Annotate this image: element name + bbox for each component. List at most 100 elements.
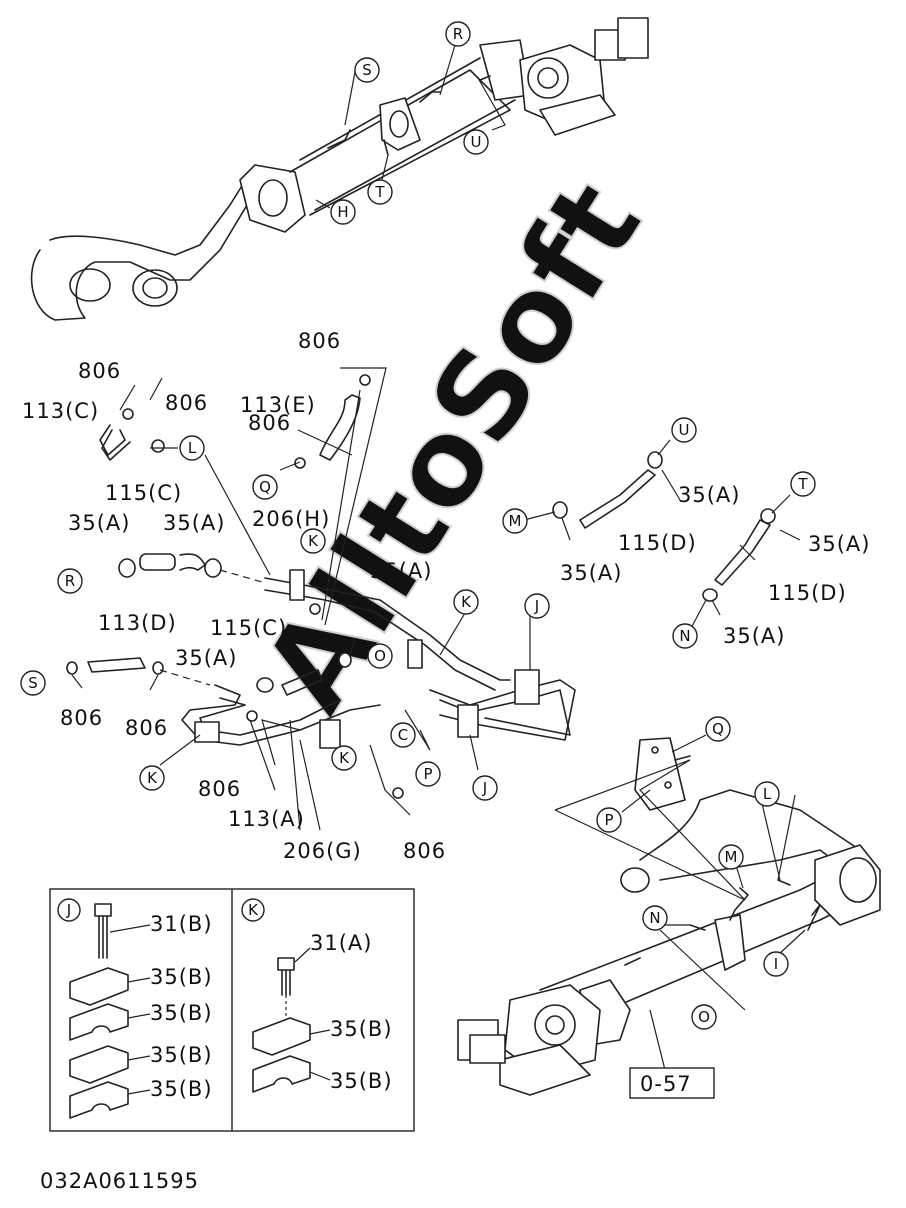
clamp-label: 35(B) <box>330 1069 393 1093</box>
svg-text:M: M <box>509 512 522 530</box>
callout-r: R <box>445 21 471 47</box>
svg-text:R: R <box>453 25 463 43</box>
svg-text:I: I <box>774 955 778 973</box>
watermark: AlltoSoft <box>237 158 669 735</box>
callout-o: O <box>367 643 393 669</box>
label-806: 806 <box>298 329 341 353</box>
clamp-label: 35(B) <box>150 965 213 989</box>
reference-label: 0-57 <box>640 1072 692 1096</box>
svg-text:J: J <box>66 901 71 919</box>
svg-text:U: U <box>471 133 482 151</box>
callout-t: T <box>790 471 816 497</box>
callout-k: K <box>453 589 479 615</box>
callout-c: C <box>390 722 416 748</box>
svg-text:U: U <box>679 421 690 439</box>
label-206g: 206(G) <box>283 839 362 863</box>
label-113c: 113(C) <box>22 399 99 423</box>
label-35a: 35(A) <box>808 532 870 556</box>
label-806: 806 <box>165 391 208 415</box>
svg-text:R: R <box>65 572 75 590</box>
callout-u: U <box>671 417 697 443</box>
callout-o: O <box>691 1004 717 1030</box>
label-113a: 113(A) <box>228 807 305 831</box>
bolt-label: 31(B) <box>150 912 213 936</box>
top-egr-assembly <box>30 17 649 321</box>
callout-h: H <box>330 199 356 225</box>
bottom-leaders <box>554 734 806 1071</box>
top-leaders <box>315 44 506 209</box>
label-206h: 206(H) <box>252 507 330 531</box>
label-35a: 35(A) <box>175 646 237 670</box>
svg-text:K: K <box>147 769 158 787</box>
label-35a: 35(A) <box>163 511 225 535</box>
callout-q: Q <box>252 474 278 500</box>
callout-j: J <box>524 593 550 619</box>
callout-s: S <box>20 670 46 696</box>
detail-j: J 31(B) 35(B) 35(B) 35(B) 35(B) <box>57 898 213 1119</box>
svg-text:J: J <box>482 779 487 797</box>
label-806: 806 <box>60 706 103 730</box>
callouts: S R U T H L Q K R M U T N O K J S K K C … <box>20 21 816 1030</box>
callout-j: J <box>472 775 498 801</box>
svg-text:C: C <box>398 726 408 744</box>
svg-text:J: J <box>534 597 539 615</box>
svg-text:P: P <box>604 811 613 829</box>
svg-text:Q: Q <box>712 720 724 738</box>
callout-t: T <box>367 179 393 205</box>
svg-text:O: O <box>698 1008 710 1026</box>
svg-text:L: L <box>188 439 197 457</box>
callout-n: N <box>642 905 668 931</box>
label-115c: 115(C) <box>105 481 182 505</box>
label-35a: 35(A) <box>678 483 740 507</box>
callout-k: K <box>139 765 165 791</box>
clamp-label: 35(B) <box>330 1017 393 1041</box>
svg-text:Q: Q <box>259 478 271 496</box>
callout-m: M <box>502 508 528 534</box>
svg-text:K: K <box>308 532 319 550</box>
callout-n: N <box>672 623 698 649</box>
bottom-egr-assembly <box>457 737 881 1096</box>
label-806: 806 <box>403 839 446 863</box>
label-35a: 35(A) <box>560 561 622 585</box>
part-labels: 806 806 113(C) 806 113(E) 806 115(C) 35(… <box>22 329 870 863</box>
callout-u: U <box>463 129 489 155</box>
label-806: 806 <box>78 359 121 383</box>
label-113e: 113(E) <box>240 393 316 417</box>
callout-k: K <box>300 528 326 554</box>
svg-text:K: K <box>248 901 259 919</box>
callout-m: M <box>718 844 744 870</box>
reference-box: 0-57 <box>629 1067 715 1099</box>
svg-text:N: N <box>649 909 660 927</box>
callout-i: I <box>763 951 789 977</box>
svg-text:T: T <box>374 183 385 201</box>
svg-text:N: N <box>679 627 690 645</box>
label-113d: 113(D) <box>98 611 177 635</box>
clamp-label: 35(B) <box>150 1043 213 1067</box>
label-115d: 115(D) <box>768 581 847 605</box>
label-806: 806 <box>198 777 241 801</box>
callout-l: L <box>179 435 205 461</box>
label-115c: 115(C) <box>210 616 287 640</box>
svg-text:P: P <box>423 765 432 783</box>
callout-p: P <box>596 807 622 833</box>
drawing-number: 032A0611595 <box>40 1169 199 1193</box>
label-35a: 35(A) <box>723 624 785 648</box>
callout-l: L <box>754 781 780 807</box>
callout-s: S <box>354 57 380 83</box>
svg-text:M: M <box>725 848 738 866</box>
svg-text:S: S <box>28 674 38 692</box>
detail-box: J 31(B) 35(B) 35(B) 35(B) 35(B) K <box>49 888 415 1132</box>
callout-r: R <box>57 568 83 594</box>
callout-p: P <box>415 761 441 787</box>
label-35a: 35(A) <box>370 559 432 583</box>
label-35a: 35(A) <box>68 511 130 535</box>
label-806: 806 <box>248 411 291 435</box>
svg-text:K: K <box>339 749 350 767</box>
svg-text:S: S <box>362 61 372 79</box>
svg-text:O: O <box>374 647 386 665</box>
svg-text:L: L <box>763 785 772 803</box>
middle-leaders <box>71 367 801 831</box>
callout-k: K <box>331 745 357 771</box>
label-115d: 115(D) <box>618 531 697 555</box>
